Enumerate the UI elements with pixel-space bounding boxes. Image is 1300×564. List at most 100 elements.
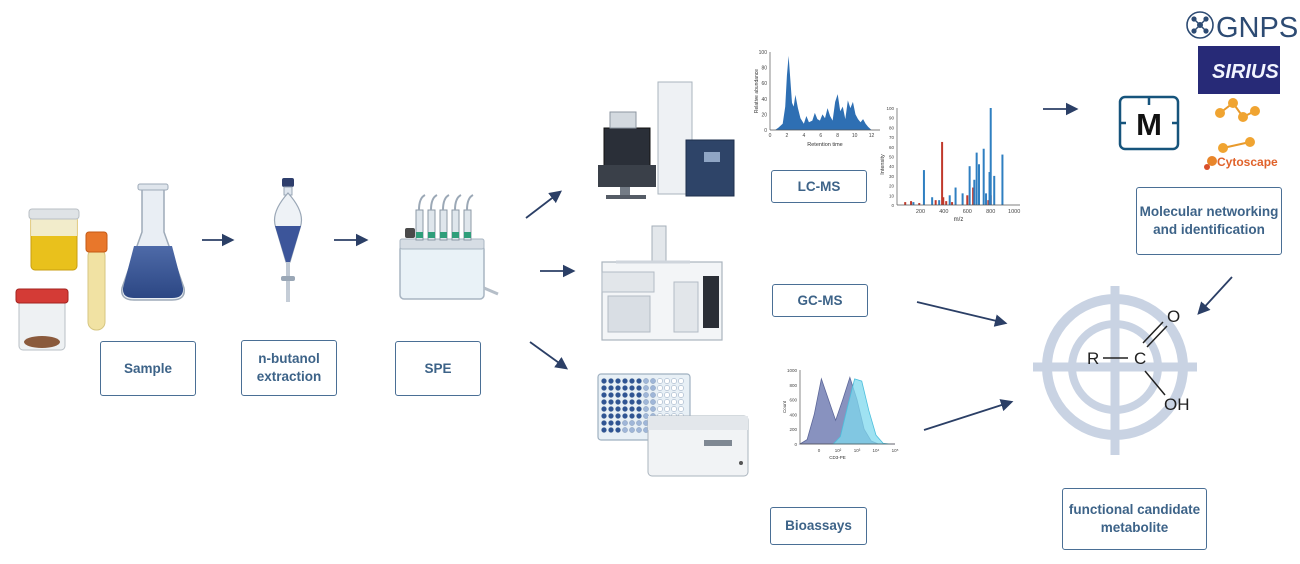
- spectrum-y-tick: 60: [889, 145, 895, 150]
- plate-well: [650, 392, 656, 398]
- flow-arrows: [202, 102, 1233, 431]
- plate-well: [608, 427, 614, 433]
- plate-well: [608, 385, 614, 391]
- plate-well: [629, 399, 635, 405]
- histogram-y-tick: 800: [789, 383, 797, 388]
- plate-well: [664, 392, 670, 398]
- histogram-y-tick: 600: [789, 398, 797, 403]
- arrow-spe-to-lcms: [525, 190, 563, 219]
- plate-well: [643, 399, 649, 405]
- gnps-logo: GNPS: [1186, 11, 1298, 44]
- plate-well: [671, 399, 677, 405]
- spectrum-y-tick: 30: [889, 174, 895, 179]
- spectrum-x-tick: 600: [963, 209, 972, 215]
- mzmine-label: M: [1136, 107, 1162, 142]
- plate-well: [629, 420, 635, 426]
- target-molecule-icon: R C O OH: [1033, 286, 1197, 455]
- spectrum-y-tick: 70: [889, 135, 895, 140]
- arrow-spe-to-bioassays: [529, 341, 569, 370]
- chromatogram-area: [775, 55, 872, 130]
- plate-well: [657, 385, 663, 391]
- spectrum-y-tick: 100: [886, 106, 894, 111]
- spectrum-peak: [968, 166, 971, 205]
- plate-well: [636, 427, 642, 433]
- arrow-gcms-to-candidate: [916, 301, 1008, 327]
- histogram-y-tick: 0: [794, 442, 797, 447]
- chromatogram-x-tick: 12: [869, 133, 875, 139]
- flask-icon: [121, 183, 185, 301]
- plate-well: [601, 420, 607, 426]
- histogram-x-tick: 0: [818, 448, 821, 453]
- plate-well: [601, 385, 607, 391]
- spectrum-peak: [989, 108, 992, 205]
- spectrum-peak: [948, 195, 951, 205]
- arrow-networking-to-candidate: [1197, 276, 1233, 315]
- spectrum-x-tick: 400: [939, 209, 948, 215]
- spectrum-y-tick: 0: [891, 203, 894, 208]
- spectrum-peak: [945, 201, 948, 205]
- plate-well: [622, 406, 628, 412]
- bioassays-label: Bioassays: [785, 518, 852, 533]
- molecule-r: R: [1087, 349, 1099, 368]
- networking-label-line1: Molecular networking: [1139, 204, 1279, 219]
- histogram-y-label: Count: [782, 400, 787, 413]
- plate-well: [608, 406, 614, 412]
- chromatogram-y-tick: 40: [761, 97, 767, 103]
- spectrum-peak: [1001, 154, 1004, 205]
- plate-well: [636, 413, 642, 419]
- plate-well: [636, 392, 642, 398]
- plate-well: [671, 392, 677, 398]
- spectrum-peak: [978, 164, 980, 205]
- plate-well: [636, 399, 642, 405]
- urine-cup-icon: [28, 208, 80, 271]
- lcms-step-box: LC-MS: [771, 170, 867, 203]
- plate-well: [650, 399, 656, 405]
- sirius-label: SIRIUS: [1212, 61, 1279, 83]
- plate-well: [608, 378, 614, 384]
- plate-well: [678, 385, 684, 391]
- histogram-y-tick: 200: [789, 427, 797, 432]
- spectrum-peak: [922, 170, 925, 205]
- plate-well: [608, 420, 614, 426]
- plate-well: [643, 392, 649, 398]
- plate-well: [601, 406, 607, 412]
- spectrum-peak: [904, 202, 907, 205]
- plate-well: [678, 406, 684, 412]
- gcms-step-box: GC-MS: [772, 284, 868, 317]
- spectrum-peak: [942, 197, 945, 205]
- spectrum-y-label: Intensity: [880, 154, 886, 175]
- plate-well: [657, 399, 663, 405]
- plate-well: [615, 406, 621, 412]
- histogram-x-label: CD3-PE: [829, 455, 846, 460]
- plate-well: [601, 427, 607, 433]
- spectrum-x-label: m/z: [954, 217, 964, 223]
- plate-well: [601, 399, 607, 405]
- plate-well: [615, 420, 621, 426]
- chromatogram-x-tick: 10: [852, 133, 858, 139]
- chromatogram-x-label: Retention time: [807, 142, 842, 148]
- histogram-x-tick: 10²: [835, 448, 842, 453]
- plate-well: [615, 413, 621, 419]
- spectrum-y-tick: 90: [889, 116, 895, 121]
- chromatogram-y-tick: 100: [759, 50, 768, 56]
- spe-label: SPE: [424, 360, 452, 376]
- plate-well: [608, 392, 614, 398]
- chromatogram-y-label: Relative abundance: [754, 69, 760, 113]
- plate-well: [657, 406, 663, 412]
- spectrum-peak: [934, 200, 937, 205]
- spectrum-peak: [985, 193, 988, 205]
- spectrum-x-tick: 1000: [1008, 209, 1020, 215]
- plate-well: [601, 378, 607, 384]
- plate-well: [664, 385, 670, 391]
- extraction-step-box: n-butanol extraction: [241, 340, 337, 396]
- microplate-reader-icon: [597, 373, 749, 477]
- plate-well: [657, 392, 663, 398]
- gc-ms-instrument-icon: [601, 225, 723, 341]
- gcms-label: GC-MS: [797, 292, 843, 308]
- plate-well: [629, 413, 635, 419]
- molecule-o: O: [1167, 307, 1180, 326]
- plate-well: [615, 399, 621, 405]
- spe-step-box: SPE: [395, 341, 481, 396]
